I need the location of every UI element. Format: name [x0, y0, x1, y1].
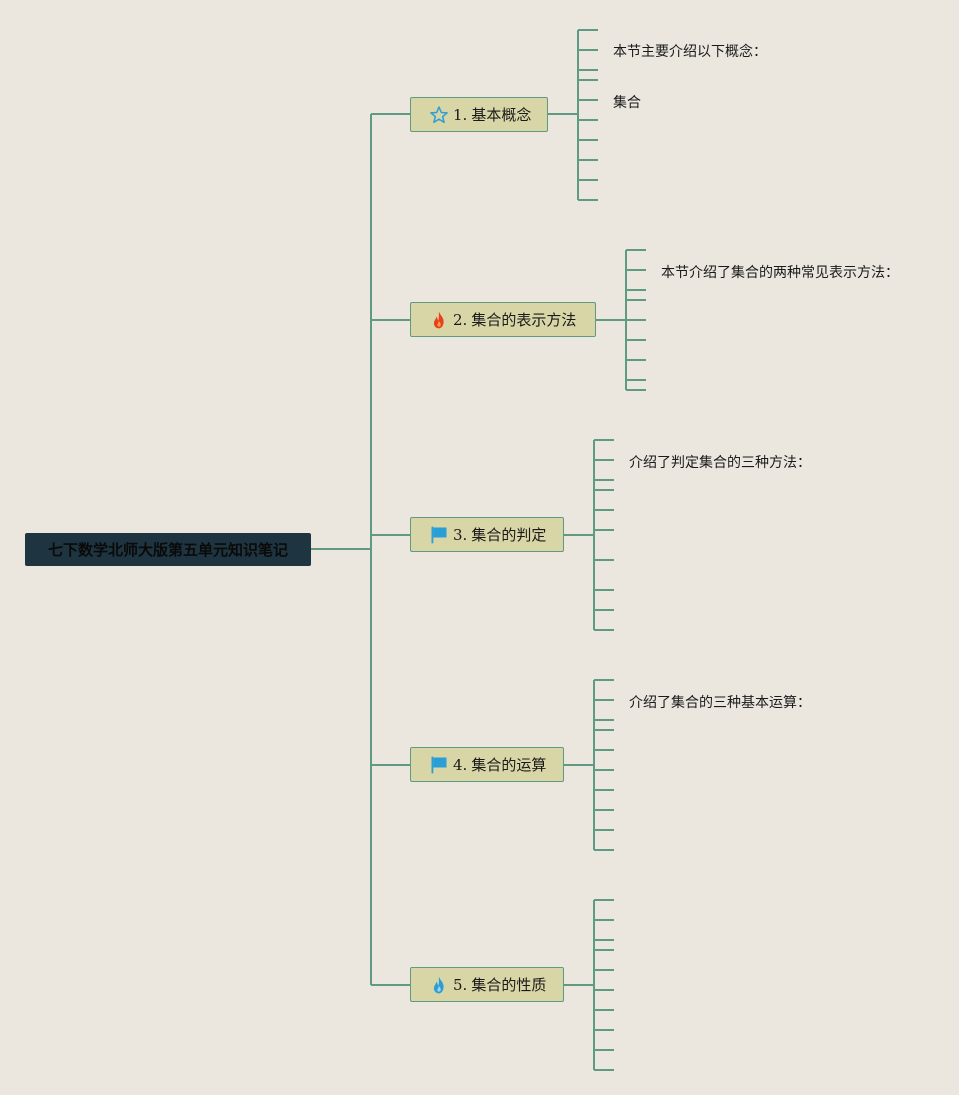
branch-number: 2.: [453, 310, 468, 329]
branch-label: 集合的判定: [471, 526, 547, 544]
branch-number: 5.: [453, 975, 468, 994]
leaf-set[interactable]: 集合: [613, 92, 641, 112]
branch-representation[interactable]: 2. 集合的表示方法: [410, 302, 596, 337]
star-icon: [430, 105, 448, 123]
flag-icon: [431, 526, 447, 543]
blue-fire-icon: [433, 976, 444, 993]
branch-label: 基本概念: [471, 106, 532, 124]
branch-label: 集合的性质: [471, 976, 547, 994]
leaf-intro-concepts[interactable]: 本节主要介绍以下概念：: [613, 41, 767, 61]
root-node[interactable]: 七下数学北师大版第五单元知识笔记: [25, 533, 311, 566]
branch-determination[interactable]: 3. 集合的判定: [410, 517, 564, 552]
leaf-intro-determination[interactable]: 介绍了判定集合的三种方法：: [629, 452, 811, 472]
leaf-intro-operations[interactable]: 介绍了集合的三种基本运算：: [629, 692, 811, 712]
branch-label: 集合的运算: [471, 756, 547, 774]
branch-operations[interactable]: 4. 集合的运算: [410, 747, 564, 782]
leaf-intro-representation[interactable]: 本节介绍了集合的两种常见表示方法：: [661, 262, 899, 282]
branch-number: 3.: [453, 525, 468, 544]
branch-properties[interactable]: 5. 集合的性质: [410, 967, 564, 1002]
branch-number: 4.: [453, 755, 468, 774]
root-title: 七下数学北师大版第五单元知识笔记: [47, 541, 288, 559]
branch-number: 1.: [453, 105, 468, 124]
fire-icon: [433, 311, 444, 328]
branch-label: 集合的表示方法: [471, 311, 577, 329]
flag-icon: [431, 756, 447, 773]
branch-basic-concepts[interactable]: 1. 基本概念: [410, 97, 548, 132]
